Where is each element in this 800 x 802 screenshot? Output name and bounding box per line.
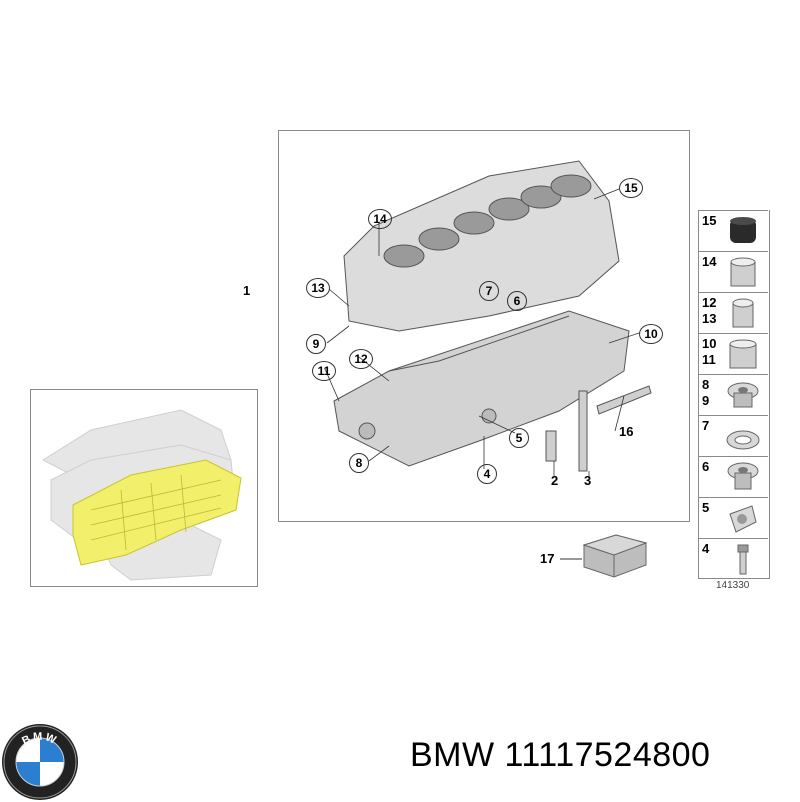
box-icon [582,534,648,578]
engine-block-drawing [249,160,652,479]
plug-icon [727,382,759,408]
callout-5: 5 [509,428,529,448]
product-title: BMW 11117524800 [410,736,711,774]
part-row-12-13: 12 13 [698,292,768,334]
svg-text:BMW: BMW [20,731,59,748]
part-number: 10 [702,336,717,351]
callout-4: 4 [477,464,497,484]
logo-letters: BMW [20,731,57,748]
part-number: 6 [702,459,710,474]
diagram-number: 141330 [716,580,750,591]
part-number: 5 [702,500,710,515]
bmw-logo: BMW [2,724,78,800]
rubber-bushing-icon [730,217,756,243]
callout-17: 17 [540,551,555,566]
callout-6: 6 [507,291,527,311]
callout-11: 11 [312,361,336,381]
part-row-10-11: 10 11 [698,333,768,375]
part-row-5: 5 [698,497,768,539]
callout-15: 15 [619,178,643,198]
part-row-7: 7 [698,415,768,457]
oil-nozzle-icon [729,505,757,533]
part-number: 7 [702,418,710,433]
main-diagram-frame: 1 14 15 13 7 6 9 10 12 11 5 16 8 4 2 3 [243,130,690,522]
part-row-6: 6 [698,456,768,498]
callout-14: 14 [368,209,392,229]
callout-3: 3 [584,473,592,488]
part-number: 14 [702,254,717,269]
part-number: 11 [702,352,716,367]
part-number: 4 [702,541,710,556]
part-row-14: 14 [698,251,768,293]
engine-thumbnail-image [41,409,242,581]
sealing-ring-icon [726,430,760,450]
callout-7: 7 [479,281,499,301]
part-row-8-9: 8 9 [698,374,768,416]
sleeve-icon [730,257,756,287]
assembly-callout: 1 [243,283,251,298]
bolt-icon [737,544,749,575]
callout-13: 13 [306,278,330,298]
part-number: 15 [702,213,717,228]
part-number: 8 [702,377,710,392]
callout-17-leader [560,558,582,560]
sleeve-icon [732,298,754,328]
callout-10: 10 [639,324,663,344]
callout-2: 2 [551,473,559,488]
part-number: 9 [702,393,710,408]
plug-icon [727,462,759,490]
sleeve-icon [729,339,757,369]
part-number: 12 [702,295,717,310]
callout-12: 12 [349,349,373,369]
callout-9: 9 [306,334,326,354]
callout-16: 16 [619,424,634,439]
part-row-15: 15 [698,210,768,252]
part-number: 13 [702,311,717,326]
callout-8: 8 [349,453,369,473]
part-row-4: 4 [698,538,768,580]
engine-thumbnail [30,389,258,587]
